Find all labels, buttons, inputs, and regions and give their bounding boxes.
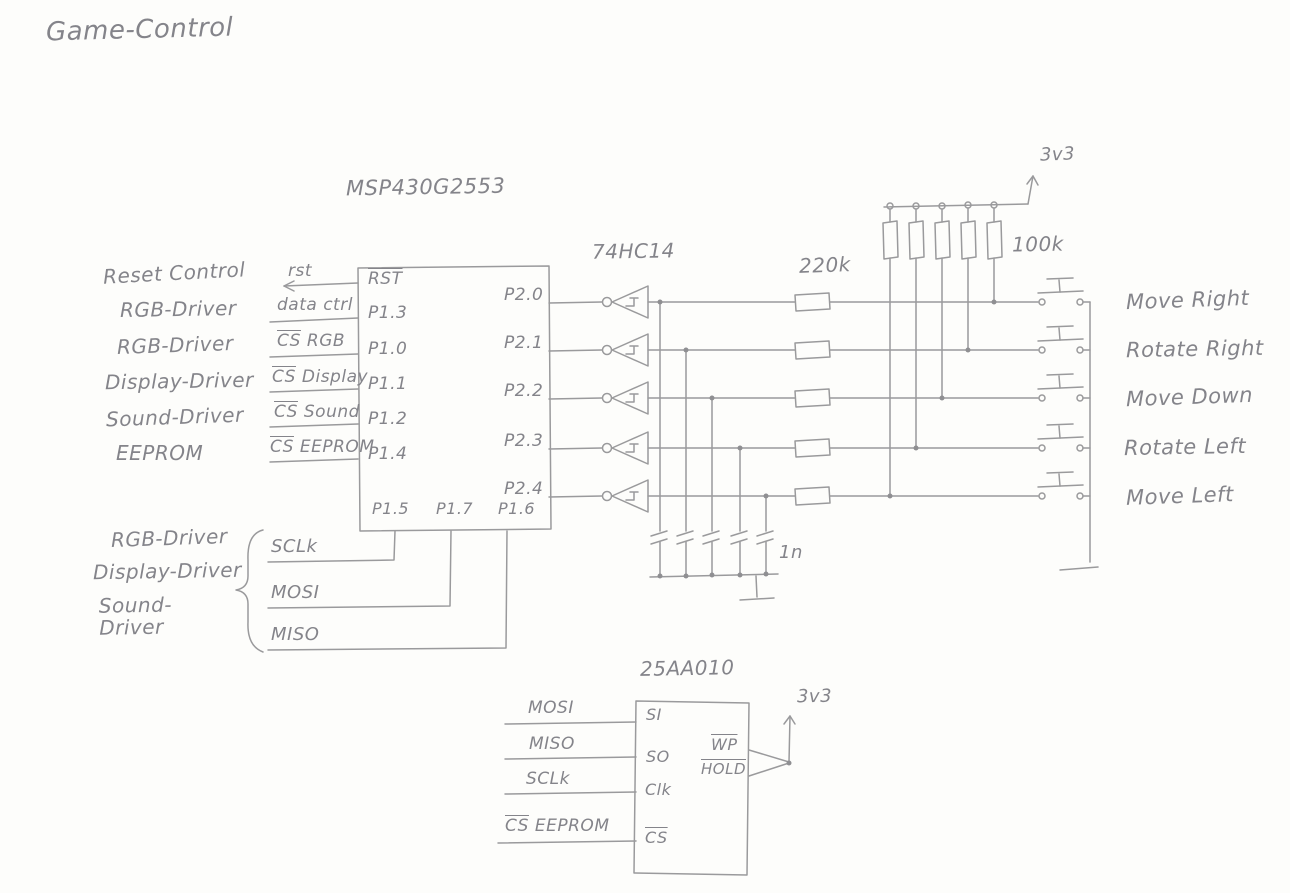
supply-arrow-icon bbox=[783, 715, 796, 725]
button-label-move-down: Move Down bbox=[1125, 382, 1254, 412]
spi-target-sound-driver: Sound-Driver bbox=[98, 592, 173, 640]
eeprom-pin-cs: CS bbox=[645, 828, 668, 847]
mcu-label: MSP430G2553 bbox=[345, 173, 506, 201]
eeprom-pin-si: SI bbox=[646, 705, 662, 724]
hex-inverter-label: 74HC14 bbox=[591, 238, 676, 264]
button-label-move-left: Move Left bbox=[1125, 482, 1235, 510]
mcu-pin-p2-0: P2.0 bbox=[504, 285, 544, 305]
spi-target-rgb-driver: RGB-Driver bbox=[110, 523, 228, 553]
spi-signal-miso: MISO bbox=[271, 624, 320, 645]
hex-inverter-symbols bbox=[601, 285, 649, 513]
signal-rest: EEPROM bbox=[534, 816, 610, 836]
spi-wires bbox=[267, 530, 508, 651]
eeprom-signal-miso: MISO bbox=[529, 734, 575, 754]
mcu-pin-rst: RST bbox=[368, 269, 403, 289]
cs-bar: CS bbox=[274, 402, 298, 422]
arrow-left-icon bbox=[283, 280, 295, 292]
signal-rest: Sound bbox=[303, 402, 360, 422]
pullup-resistor-symbols bbox=[882, 175, 1039, 497]
series-resistor-label: 220k bbox=[798, 252, 852, 278]
signal-rest: RGB bbox=[306, 331, 346, 351]
mcu-pin-p2-2: P2.2 bbox=[504, 381, 544, 401]
mcu-pin-p2-4: P2.4 bbox=[504, 479, 544, 499]
inverter-output-wires bbox=[647, 301, 796, 497]
eeprom-pin-wp: WP bbox=[711, 735, 738, 754]
mcu-pin-p1-7: P1.7 bbox=[436, 499, 474, 518]
button-ground-symbol bbox=[1059, 566, 1099, 571]
spi-signal-sclk: SCLk bbox=[271, 536, 318, 557]
supply-arrow-icon bbox=[1026, 175, 1039, 186]
eeprom-pin-clk: Clk bbox=[645, 780, 672, 799]
button-label-rotate-left: Rotate Left bbox=[1123, 433, 1247, 461]
signal-label-cs-eeprom: CS EEPROM bbox=[270, 438, 375, 457]
target-label-rgb-driver-cs: RGB-Driver bbox=[116, 330, 234, 360]
signal-label-cs-display: CS Display bbox=[272, 368, 368, 387]
mcu-pin-p1-0: P1.0 bbox=[368, 339, 408, 359]
cs-bar: CS bbox=[272, 367, 296, 387]
button-label-rotate-right: Rotate Right bbox=[1125, 335, 1264, 363]
mcu-pin-p1-3: P1.3 bbox=[368, 303, 408, 323]
junction-dots bbox=[657, 299, 997, 766]
eeprom-signal-mosi: MOSI bbox=[528, 698, 574, 718]
ground-symbol bbox=[739, 575, 775, 601]
spi-signal-mosi: MOSI bbox=[271, 582, 320, 603]
signal-label-cs-sound: CS Sound bbox=[274, 403, 360, 422]
spi-target-display-driver: Display-Driver bbox=[92, 557, 242, 585]
target-label-sound-driver: Sound-Driver bbox=[105, 402, 245, 432]
mcu-pin-p1-6: P1.6 bbox=[498, 499, 536, 518]
button-label-move-right: Move Right bbox=[1125, 285, 1250, 315]
mcu-pin-p2-1: P2.1 bbox=[504, 333, 544, 353]
mcu-pin-p2-3: P2.3 bbox=[504, 431, 544, 451]
capacitor-label: 1n bbox=[779, 542, 803, 563]
eeprom-signal-cs-eeprom: CS EEPROM bbox=[505, 817, 610, 836]
eeprom-pin-so: SO bbox=[646, 747, 670, 766]
eeprom-label: 25AA010 bbox=[639, 655, 735, 681]
cs-bar: CS bbox=[270, 437, 294, 457]
cs-bar: CS bbox=[505, 816, 529, 836]
signal-label-rst: rst bbox=[288, 261, 313, 281]
target-label-rgb-driver: RGB-Driver bbox=[119, 295, 237, 323]
signal-label-data-ctrl: data ctrl bbox=[277, 295, 353, 315]
eeprom-supply-label: 3v3 bbox=[796, 685, 833, 708]
schematic-title: Game-Control bbox=[45, 12, 234, 48]
mcu-pin-p1-2: P1.2 bbox=[368, 409, 408, 429]
capacitor-symbols bbox=[649, 301, 779, 578]
mcu-pin-p1-1: P1.1 bbox=[368, 374, 408, 394]
eeprom-signal-sclk: SCLk bbox=[526, 769, 570, 789]
eeprom-wires bbox=[497, 715, 796, 844]
series-resistor-symbols bbox=[794, 292, 1039, 506]
signal-rest: EEPROM bbox=[299, 437, 375, 457]
signal-rest: Display bbox=[301, 367, 369, 387]
left-signal-wires bbox=[269, 280, 359, 463]
mcu-pin-p1-4: P1.4 bbox=[368, 444, 408, 464]
supply-label: 3v3 bbox=[1039, 143, 1076, 166]
mcu-box bbox=[357, 265, 552, 532]
eeprom-box bbox=[633, 700, 750, 876]
eeprom-pin-hold: HOLD bbox=[701, 760, 746, 778]
pushbutton-symbols bbox=[1037, 277, 1099, 571]
target-label-display-driver: Display-Driver bbox=[104, 367, 254, 395]
mcu-to-inverter-wires bbox=[548, 301, 603, 498]
spi-brace bbox=[235, 529, 264, 653]
cs-bar: CS bbox=[277, 331, 301, 351]
pullup-resistor-label: 100k bbox=[1011, 231, 1064, 257]
signal-label-cs-rgb: CS RGB bbox=[277, 332, 345, 351]
target-label-eeprom: EEPROM bbox=[116, 441, 204, 465]
mcu-pin-p1-5: P1.5 bbox=[372, 499, 410, 518]
